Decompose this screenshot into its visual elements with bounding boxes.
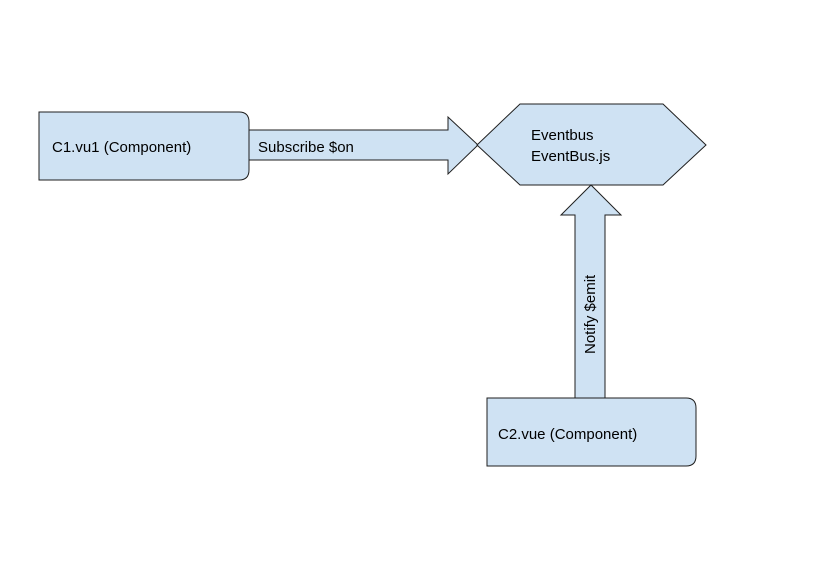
component-c2-node: C2.vue (Component) bbox=[486, 397, 697, 467]
subscribe-arrow-shape bbox=[248, 115, 479, 176]
component-c2-box bbox=[486, 397, 697, 467]
component-c1-box bbox=[38, 111, 250, 181]
notify-arrow-shape bbox=[559, 184, 623, 399]
eventbus-title: Eventbus bbox=[531, 127, 594, 144]
component-c1-node: C1.vu1 (Component) bbox=[38, 111, 250, 181]
notify-arrow-label: Notify $emit bbox=[582, 274, 599, 354]
eventbus-hexagon bbox=[476, 103, 707, 186]
eventbus-node: Eventbus EventBus.js bbox=[476, 103, 707, 186]
notify-arrow: Notify $emit bbox=[559, 184, 623, 399]
component-c1-label: C1.vu1 (Component) bbox=[52, 139, 191, 156]
subscribe-arrow-label: Subscribe $on bbox=[258, 139, 354, 156]
subscribe-arrow: Subscribe $on bbox=[248, 115, 479, 176]
component-c2-label: C2.vue (Component) bbox=[498, 426, 637, 443]
eventbus-filename: EventBus.js bbox=[531, 148, 610, 165]
